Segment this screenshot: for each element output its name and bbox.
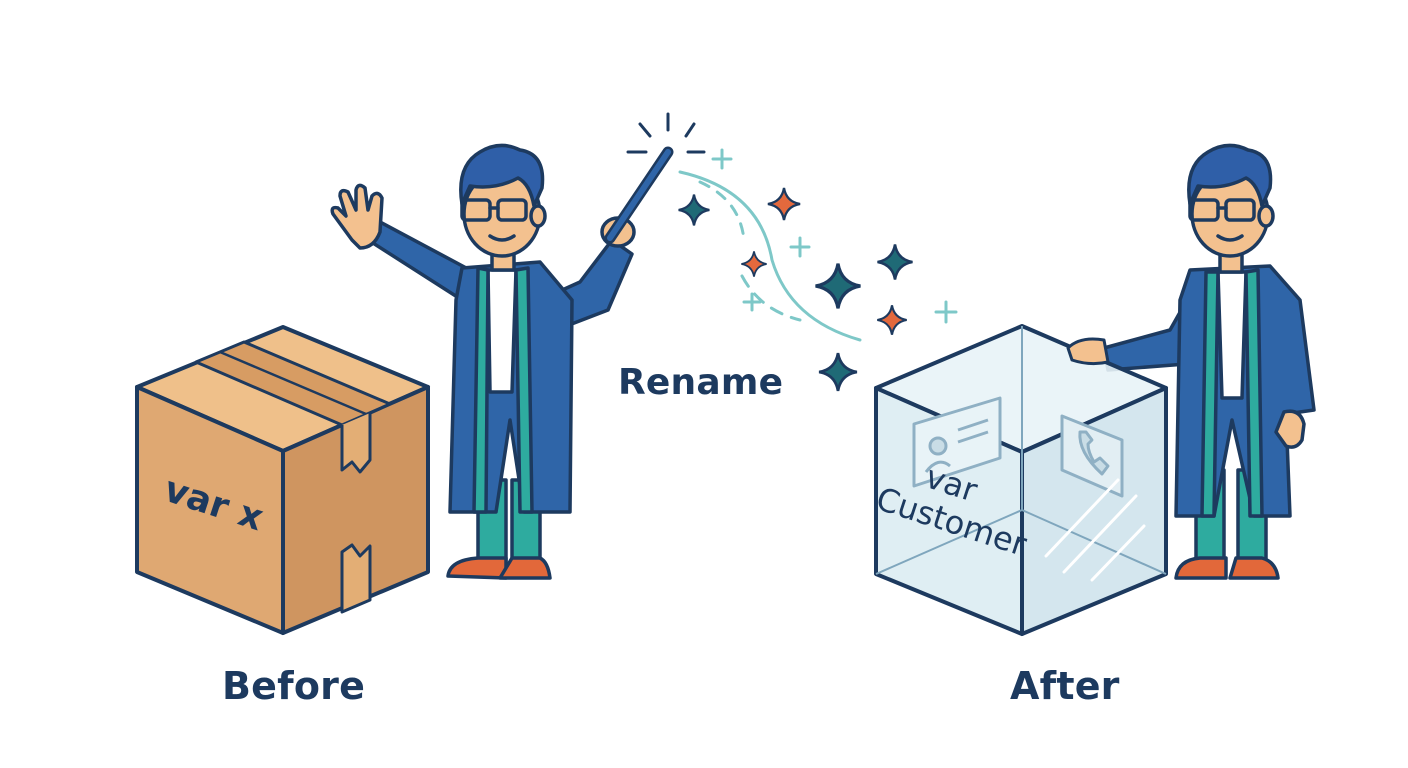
contact-card-icon xyxy=(912,396,1002,488)
resting-hand xyxy=(1066,337,1110,366)
waving-hand xyxy=(330,183,384,250)
phone-icon xyxy=(1060,414,1124,498)
developer-after xyxy=(1102,143,1316,580)
developer-before xyxy=(330,143,636,580)
plus-sparkles xyxy=(711,148,958,324)
glass-shine xyxy=(1044,478,1146,582)
magic-trail xyxy=(678,170,862,342)
after-caption: After xyxy=(1010,664,1120,708)
before-caption: Before xyxy=(222,664,366,708)
cardboard-box xyxy=(135,325,430,635)
sparkles xyxy=(677,186,914,393)
magic-wand-icon xyxy=(604,112,706,244)
rename-caption: Rename xyxy=(618,362,784,403)
